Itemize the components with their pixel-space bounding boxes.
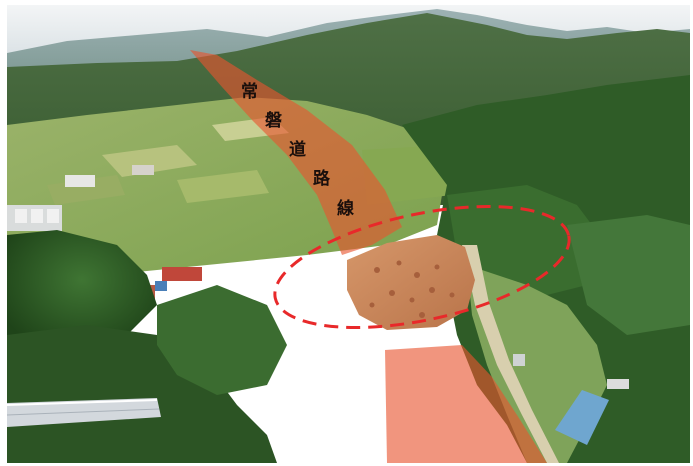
- forest-patch: [567, 215, 690, 335]
- greenhouse: [7, 398, 161, 427]
- route-overlay-lower: [385, 345, 547, 463]
- excavation-pits: [369, 260, 455, 318]
- route-label-char-5: 線: [337, 199, 354, 219]
- access-road: [462, 245, 559, 463]
- route-label-char-2: 磐: [265, 111, 282, 131]
- route-overlay-upper: [190, 50, 402, 255]
- left-forest: [7, 230, 157, 355]
- excavation-site-outline: [273, 205, 571, 329]
- photo-illustration: [7, 5, 690, 463]
- forest-inside-site: [447, 185, 607, 295]
- route-label-char-1: 常: [241, 82, 258, 102]
- foreground-forest: [7, 325, 277, 463]
- field-patch: [102, 145, 197, 177]
- excavation-soil: [347, 235, 475, 330]
- mid-forest: [157, 285, 287, 395]
- route-label-char-4: 路: [313, 169, 330, 189]
- aerial-photograph: [7, 5, 690, 463]
- field-patch: [177, 170, 269, 203]
- route-label-char-3: 道: [289, 140, 306, 160]
- farm-buildings-right: [513, 354, 629, 445]
